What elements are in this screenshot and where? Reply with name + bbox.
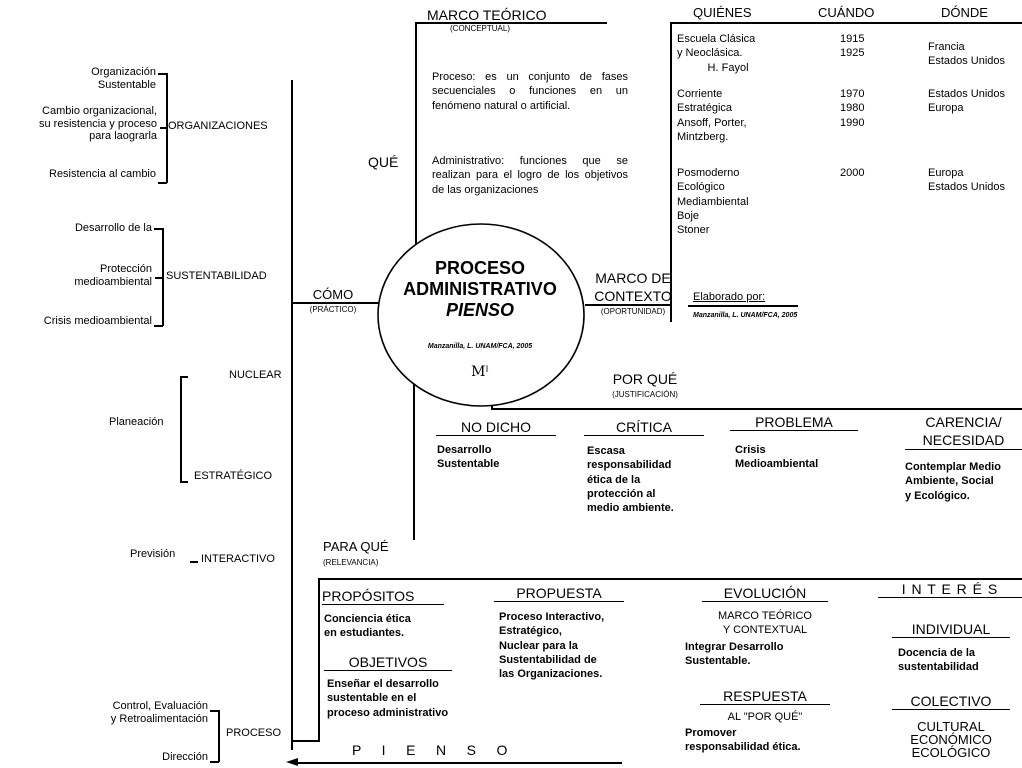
colectivo-title: COLECTIVO xyxy=(892,693,1010,711)
objetivos-title: OBJETIVOS xyxy=(324,654,452,672)
elaborado-credit: Manzanilla, L. UNAM/FCA, 2005 xyxy=(693,312,798,319)
mc-logo-icon: Mˡ xyxy=(471,364,489,380)
header-cuando: CUÁNDO xyxy=(818,5,875,20)
evolucion-title: EVOLUCIÓN xyxy=(702,585,828,603)
center-credit: Manzanilla, L. UNAM/FCA, 2005 xyxy=(427,343,533,350)
relevancia-line xyxy=(318,578,1022,580)
marco-contexto-2: CONTEXTO xyxy=(594,288,672,304)
planeacion-label: Planeación xyxy=(109,416,164,428)
interes-title: I N T E R É S xyxy=(878,581,1022,599)
individual-title: INDIVIDUAL xyxy=(892,621,1010,639)
cuando-3: 2000 xyxy=(840,167,865,179)
org-item-3: Resistencia al cambio xyxy=(49,168,156,180)
marco-contexto-sub: (OPORTUNIDAD) xyxy=(600,307,666,316)
como-line xyxy=(291,302,387,304)
problema-text: Crisis Medioambiental xyxy=(735,444,819,471)
donde-2: Estados Unidos Europa xyxy=(928,88,1006,115)
center-title-1: PROCESO xyxy=(434,258,526,278)
por-que-sub: (JUSTIFICACIÓN) xyxy=(612,390,678,399)
quienes-3: Posmoderno Ecológico Mediambiental Boje … xyxy=(677,167,749,237)
quienes-1: Escuela Clásica y Neoclásica. H. Fayol xyxy=(677,33,756,74)
colectivo-text: CULTURAL ECONÓMICO ECOLÓGICO xyxy=(910,719,992,760)
proceso-label: PROCESO xyxy=(226,727,282,739)
proceso-item-2: Dirección xyxy=(162,751,208,763)
arrow-left-icon xyxy=(286,758,298,766)
respuesta-sub: AL "POR QUÉ" xyxy=(727,711,803,723)
pienso-bottom: P I E N S O xyxy=(352,742,509,758)
carencia-text: Contemplar Medio Ambiente, Social y Ecol… xyxy=(905,461,1001,502)
marco-teorico-p1: Proceso: es un conjunto de fases secuenc… xyxy=(432,71,628,112)
carencia-title: CARENCIA/ NECESIDAD xyxy=(905,414,1022,450)
no-dicho-text: Desarrollo Sustentable xyxy=(437,444,500,471)
para-que-title: PARA QUÉ xyxy=(323,539,389,554)
que-label: QUÉ xyxy=(368,154,399,170)
sustentabilidad-label: SUSTENTABILIDAD xyxy=(166,270,267,282)
marco-teorico-title: MARCO TEÓRICO xyxy=(427,7,547,23)
proceso-item-1: Control, Evaluación y Retroalimentación xyxy=(110,700,208,725)
sust-item-1: Desarrollo de la xyxy=(74,222,152,234)
center-title-3: PIENSO xyxy=(445,300,515,320)
para-que-line xyxy=(413,380,415,540)
left-spine xyxy=(291,80,293,750)
prevision-label: Previsión xyxy=(130,548,176,560)
pienso-arrow-line xyxy=(292,762,622,764)
org-item-2: Cambio organizacional, su resistencia y … xyxy=(39,105,157,143)
header-donde: DÓNDE xyxy=(941,5,988,20)
por-que-line xyxy=(491,408,1022,410)
problema-title: PROBLEMA xyxy=(730,414,858,432)
proceso-bracket xyxy=(218,710,220,762)
sust-item-2: Protección medioambiental xyxy=(74,263,152,288)
no-dicho-title: NO DICHO xyxy=(436,419,556,437)
evolucion-text: Integrar Desarrollo Sustentable. xyxy=(685,641,784,668)
quienes-2: Corriente Estratégica Ansoff, Porter, Mi… xyxy=(677,88,747,143)
sust-item-3: Crisis medioambiental xyxy=(43,315,152,327)
organizaciones-label: ORGANIZACIONES xyxy=(168,120,268,132)
propositos-text: Conciencia ética en estudiantes. xyxy=(324,613,411,640)
marco-teorico-p2: Administrativo: funciones que se realiza… xyxy=(432,155,628,196)
propuesta-title: PROPUESTA xyxy=(494,585,624,603)
propositos-title: PROPÓSITOS xyxy=(322,588,444,606)
propuesta-text: Proceso Interactivo, Estratégico, Nuclea… xyxy=(499,611,605,681)
por-que-title: POR QUÉ xyxy=(612,371,678,387)
como-sub: (PRÁCTICO) xyxy=(309,305,357,314)
objetivos-text: Enseñar el desarrollo sustentable en el … xyxy=(327,678,449,719)
para-que-sub: (RELEVANCIA) xyxy=(323,558,379,567)
cuando-2: 1970 1980 1990 xyxy=(840,88,865,129)
center-ellipse xyxy=(377,223,585,407)
interactivo-label: INTERACTIVO xyxy=(201,553,275,565)
table-divider xyxy=(670,22,672,322)
respuesta-text: Promover responsabilidad ética. xyxy=(685,727,801,754)
header-quienes: QUIÉNES xyxy=(693,5,752,20)
donde-3: Europa Estados Unidos xyxy=(928,167,1006,194)
center-title-2: ADMINISTRATIVO xyxy=(403,279,557,299)
cuando-1: 1915 1925 xyxy=(840,33,865,60)
estrategico-label: ESTRATÉGICO xyxy=(194,470,273,482)
plan-bracket xyxy=(180,376,182,482)
nuclear-label: NUCLEAR xyxy=(229,369,282,381)
marco-teorico-sub: (CONCEPTUAL) xyxy=(450,24,511,33)
org-item-1: Organización Sustentable xyxy=(91,66,156,91)
critica-title: CRÍTICA xyxy=(584,419,704,437)
marco-contexto-1: MARCO DE xyxy=(595,270,671,286)
critica-text: Escasa responsabilidad ética de la prote… xyxy=(587,445,674,515)
elaborado-label: Elaborado por: xyxy=(693,291,766,303)
como-label: CÓMO xyxy=(312,287,354,302)
individual-text: Docencia de la sustentabilidad xyxy=(898,647,979,674)
evolucion-sub: MARCO TEÓRICO Y CONTEXTUAL xyxy=(718,610,812,637)
donde-1: Francia Estados Unidos xyxy=(928,41,1006,68)
que-line xyxy=(415,22,417,284)
respuesta-title: RESPUESTA xyxy=(700,688,830,706)
